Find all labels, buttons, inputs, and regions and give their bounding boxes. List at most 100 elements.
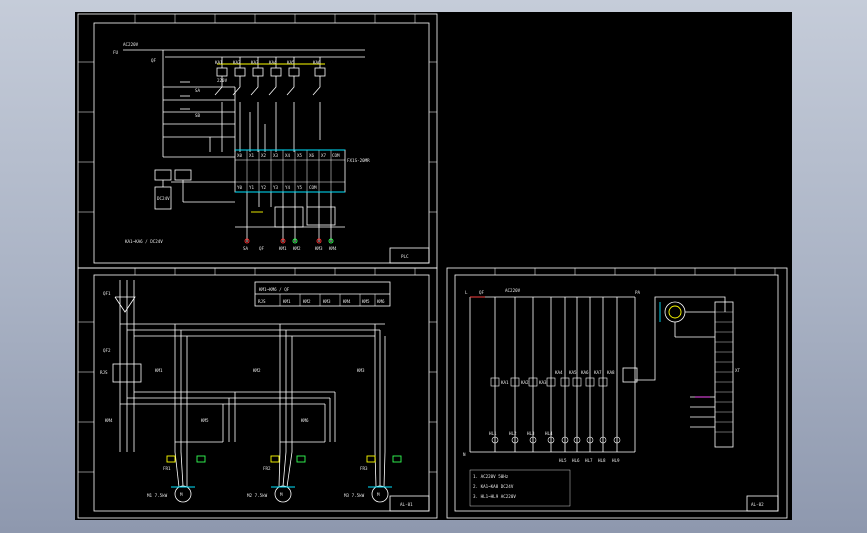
sheet-3-lamps: [491, 436, 621, 444]
sheet-1-bottom-6: KM4: [329, 246, 337, 251]
sheet-1-plc-in-8: X7: [321, 153, 327, 158]
sheet-1-bottom-2: QF: [259, 246, 265, 251]
sheet-2-soft-starter-label: RJS: [100, 370, 108, 375]
sheet-2-motor-2: [274, 485, 292, 503]
sheet-1-plc-in-7: X6: [309, 153, 315, 158]
cad-drawing: AC220V FU QF KA1 KA2 KA3 KA4 KA5 KA6 220…: [77, 13, 788, 519]
sheet-3-relay-tag-3: KA3: [539, 380, 547, 385]
sheet-1-note: KA1~KA6 / DC24V: [125, 239, 163, 244]
sheet-1-relay-tag-6: KA6: [313, 60, 321, 65]
sheet-3-outer-frame: [446, 267, 788, 519]
sheet-top-left: [77, 13, 438, 269]
sheet-2-contactor-4: KM4: [105, 418, 113, 423]
sheet-3-relay-tag-5: KA5: [569, 370, 577, 375]
sheet-3-relay-tag-6: KA6: [581, 370, 589, 375]
sheet-1-color-marks: [217, 63, 345, 244]
sheet-3-relay-row: [490, 377, 608, 387]
sheet-1-switches: [163, 81, 266, 152]
sheet-1-title-block: [389, 247, 430, 264]
sheet-1-plc-in-4: X3: [273, 153, 279, 158]
sheet-2-inner-frame: [93, 274, 430, 512]
sheet-1-inner-frame: [93, 22, 430, 264]
sheet-3-lamp-3: HL3: [527, 431, 535, 436]
sheet-1-zone-ticks: [78, 14, 437, 213]
sheet-1-relay-caption: 220V: [217, 78, 228, 83]
sheet-2-contactor-2: KM2: [253, 368, 261, 373]
sheet-3-relay-tag-4: KA4: [555, 370, 563, 375]
sheet-2-contactor-5: KM5: [201, 418, 209, 423]
sheet-3-notes-box: [469, 469, 571, 507]
sheet-2-contactor-6: KM6: [301, 418, 309, 423]
sheet-3-relay-tag-8: KA8: [607, 370, 615, 375]
sheet-2-breaker-2: QF2: [103, 348, 111, 353]
sheet-2-breaker-1: QF1: [103, 291, 111, 296]
sheet-2-table-cell-6: KM5: [362, 299, 370, 304]
sheet-2-overload-1: FR1: [163, 466, 171, 471]
sheet-1-relay-tag-4: KA4: [269, 60, 277, 65]
sheet-2-color-marks: [166, 455, 402, 488]
sheet-3-lamp-8: HL8: [598, 458, 606, 463]
sheet-1-relays: [214, 57, 326, 152]
sheet-1-plc-label: FX1S-20MR: [347, 158, 370, 163]
sheet-2-table-cell-7: KM6: [377, 299, 385, 304]
sheet-3-relay-tag-7: KA7: [594, 370, 602, 375]
sheet-2-motor-3-symbol: M: [377, 492, 380, 497]
sheet-bottom-right: [446, 267, 788, 519]
sheet-1-plc-out-5: Y4: [285, 185, 291, 190]
sheet-1-plc-terminals: [246, 150, 332, 192]
sheet-1-selector-sa: SA: [195, 88, 201, 93]
sheet-2-contactor-1: KM1: [155, 368, 163, 373]
sheet-1-outer-frame: [77, 13, 438, 269]
sheet-1-plc-out-com: COM: [309, 185, 317, 190]
sheet-2-contactor-3: KM3: [357, 368, 365, 373]
sheet-3-relay-tag-1: KA1: [501, 380, 509, 385]
sheet-1-plc-out-2: Y1: [249, 185, 255, 190]
sheet-1-outputs: [235, 192, 345, 242]
sheet-2-soft-starter: [112, 363, 142, 383]
sheet-3-title-block: [746, 495, 779, 512]
sheet-3-left-label: L: [465, 290, 468, 295]
sheet-1-plc-in-3: X2: [261, 153, 267, 158]
sheet-3-lamp-7: HL7: [585, 458, 593, 463]
sheet-2-table-header: KM1~KM6 / QF: [259, 287, 290, 292]
sheet-1-plc-in-5: X4: [285, 153, 291, 158]
sheet-1-bottom-3: KM1: [279, 246, 287, 251]
sheet-1-bottom-1: SA: [243, 246, 249, 251]
sheet-bottom-left: [77, 267, 438, 519]
sheet-2-motor-1: [174, 485, 192, 503]
sheet-2-motor-3-caption: M3 7.5kW: [344, 493, 365, 498]
sheet-1-breaker-label: QF: [151, 58, 157, 63]
sheet-3-terminal-strip: [714, 301, 734, 448]
sheet-2-table-cell-1: RJS: [258, 299, 266, 304]
sheet-2-outer-frame: [77, 267, 438, 519]
sheet-3-meter-label: PA: [635, 290, 641, 295]
sheet-3-note-1: 1. AC220V 50Hz: [473, 474, 509, 479]
sheet-2-motor-2-symbol: M: [280, 492, 283, 497]
sheet-3-note-2: 2. KA1~KA8 DC24V: [473, 484, 514, 489]
sheet-1-relay-tag-2: KA2: [233, 60, 241, 65]
sheet-3-branches: [494, 297, 618, 452]
sheet-1-plc-out-1: Y0: [237, 185, 243, 190]
sheet-1-bottom-5: KM3: [315, 246, 323, 251]
sheet-3-lamp-4: HL4: [545, 431, 553, 436]
sheet-3-relay-tag-2: KA2: [521, 380, 529, 385]
sheet-1-plc-out-6: Y5: [297, 185, 303, 190]
sheet-1-relay-tag-1: KA1: [215, 60, 223, 65]
sheet-3-meter: [664, 301, 686, 323]
sheet-1-psu-label: DC24V: [157, 196, 170, 201]
sheet-2-table-cell-3: KM2: [303, 299, 311, 304]
sheet-3-color-marks: [470, 296, 710, 398]
sheet-2-overload-2: FR2: [263, 466, 271, 471]
sheet-1-fuse-label: FU: [113, 50, 119, 55]
sheet-1-plc-out-3: Y2: [261, 185, 267, 190]
sheet-1-plc-in-6: X5: [297, 153, 303, 158]
sheet-2-motor-1-symbol: M: [180, 492, 183, 497]
sheet-3-title-text: AL-02: [751, 502, 764, 507]
sheet-3-lamp-6: HL6: [572, 458, 580, 463]
drawing-labels: AC220V FU QF KA1 KA2 KA3 KA4 KA5 KA6 220…: [100, 42, 764, 507]
sheet-2-motor-2-caption: M2 7.5kW: [247, 493, 268, 498]
sheet-1-bottom-4: KM2: [293, 246, 301, 251]
sheet-1-plc-out-4: Y3: [273, 185, 279, 190]
sheet-1-relay-tag-5: KA5: [287, 60, 295, 65]
sheet-3-lamp-9: HL9: [612, 458, 620, 463]
